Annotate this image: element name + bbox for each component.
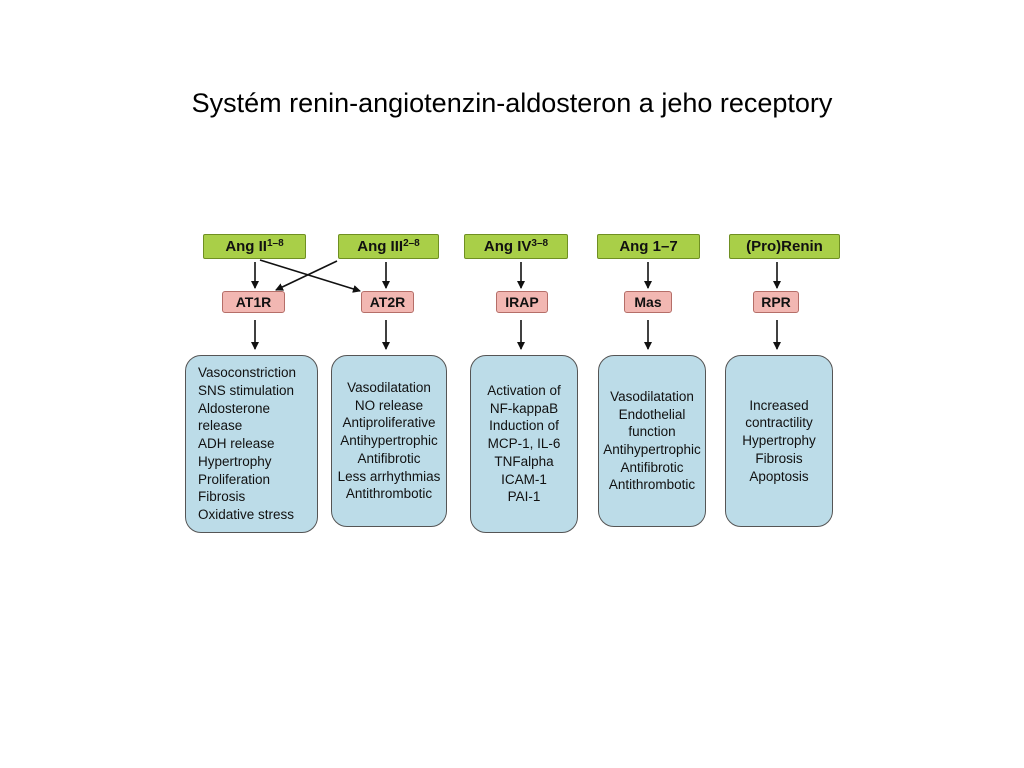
effect-item: Antifibrotic <box>620 459 684 475</box>
effect-item: ADH release <box>198 436 275 452</box>
effect-item: NF-kappaB <box>489 400 559 416</box>
effects-rpr: Increased contractility Hypertrophy Fibr… <box>725 355 833 527</box>
effect-item: Endothelial <box>618 406 686 422</box>
ligand-label: Ang IV <box>483 238 532 255</box>
effect-item: Antihypertrophic <box>603 442 701 457</box>
effect-item: NO release <box>354 397 424 413</box>
arrow-layer <box>251 259 781 350</box>
effects-at2r: Vasodilatation NO release Antiproliferat… <box>331 355 447 527</box>
ligand-label: Ang 1–7 <box>619 238 678 255</box>
effect-item: Less arrhythmias <box>337 468 441 484</box>
slide-title: Systém renin-angiotenzin-aldosteron a je… <box>191 88 833 118</box>
effect-item: Hypertrophy <box>198 453 272 469</box>
effect-item: Fibrosis <box>198 489 246 505</box>
ligand-superscript: 3–8 <box>531 238 549 249</box>
effect-item: Antiproliferative <box>342 415 436 431</box>
receptor-label: Mas <box>634 294 662 310</box>
effect-item: Antihypertrophic <box>340 433 438 449</box>
receptor-at1r: AT1R <box>222 291 285 313</box>
effects-mas: Vasodilatation Endothelial function Anti… <box>598 355 706 527</box>
effect-item: ICAM-1 <box>501 471 547 487</box>
effect-item: Vasodilatation <box>347 380 431 396</box>
ligand-superscript: 2–8 <box>403 238 420 249</box>
receptor-label: RPR <box>761 294 791 310</box>
effect-item: Antithrombotic <box>345 486 433 502</box>
effect-item: TNFalpha <box>494 453 554 469</box>
effect-item: Proliferation <box>198 471 271 487</box>
receptor-irap: IRAP <box>496 291 548 313</box>
receptor-mas: Mas <box>624 291 672 313</box>
effect-item: release <box>198 418 243 434</box>
effect-item: Induction of <box>489 418 559 434</box>
effect-item: Fibrosis <box>755 450 803 466</box>
effects-at1r: Vasoconstriction SNS stimulation Aldoste… <box>185 355 318 533</box>
effect-item: Apoptosis <box>749 468 809 484</box>
effect-item: Increased <box>749 397 809 413</box>
effect-item: Vasodilatation <box>610 388 694 404</box>
effect-item: function <box>628 424 676 440</box>
effect-item: SNS stimulation <box>198 383 295 399</box>
effect-item: Activation of <box>487 383 561 399</box>
effect-item: MCP-1, IL-6 <box>487 436 561 452</box>
arrow-angiii-at1r <box>275 260 338 291</box>
effect-item: Oxidative stress <box>198 506 295 522</box>
receptor-at2r: AT2R <box>361 291 414 313</box>
effect-item: Antithrombotic <box>608 477 696 493</box>
receptor-label: IRAP <box>505 294 539 310</box>
effect-item: Vasoconstriction <box>198 365 297 381</box>
ligand-superscript: 1–8 <box>266 238 284 249</box>
ligand-label: Ang II <box>225 238 267 255</box>
ligand-ang-1-7: Ang 1–7 <box>597 234 700 259</box>
receptor-label: AT2R <box>369 294 406 310</box>
effect-item: PAI-1 <box>507 489 541 505</box>
ligand-label: Ang III <box>357 238 404 255</box>
arrow-angii-at2r <box>259 259 361 293</box>
receptor-label: AT1R <box>235 294 272 310</box>
effect-item: Aldosterone <box>198 400 271 416</box>
effect-item: Antifibrotic <box>357 450 421 466</box>
receptor-rpr: RPR <box>753 291 799 313</box>
ligand-label: (Pro)Renin <box>746 238 823 255</box>
effect-item: Hypertrophy <box>742 433 816 449</box>
effects-irap: Activation of NF-kappaB Induction of MCP… <box>470 355 578 533</box>
ligand-prorenin: (Pro)Renin <box>729 234 840 259</box>
effect-item: contractility <box>745 415 813 431</box>
